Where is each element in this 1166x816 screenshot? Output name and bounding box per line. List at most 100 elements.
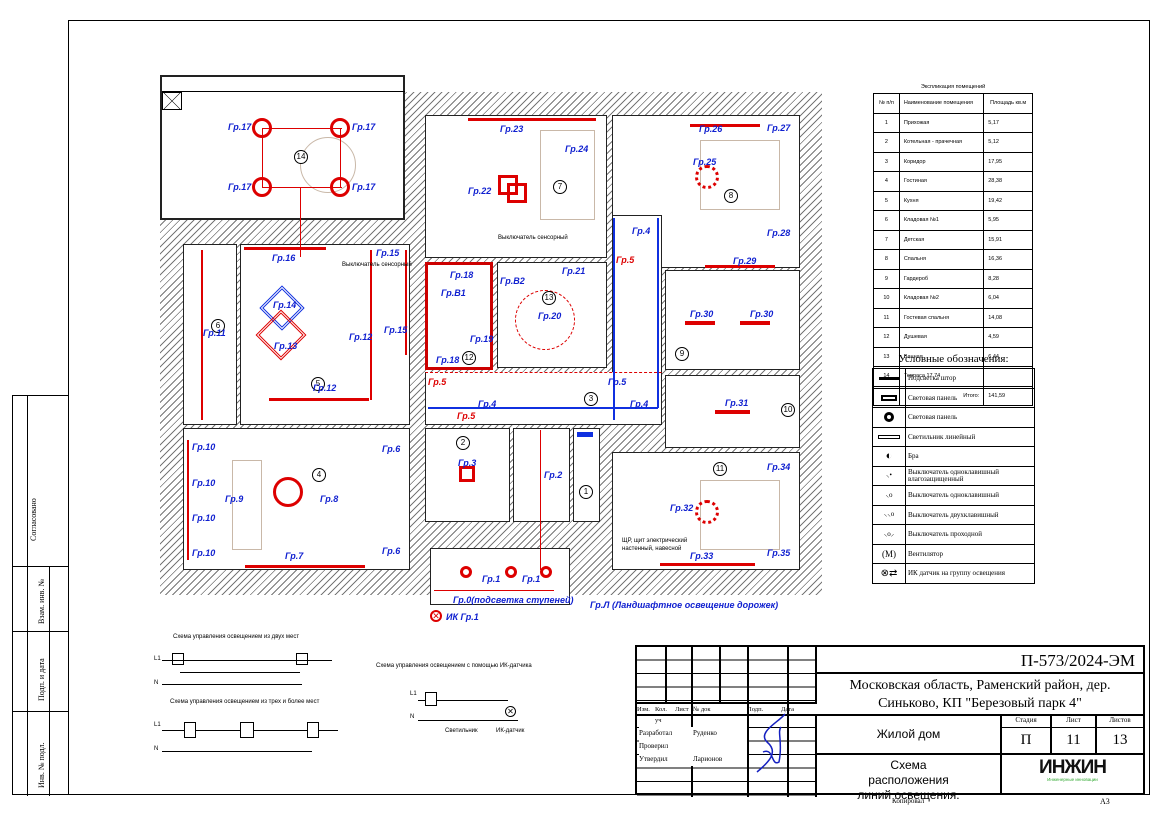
- stage-value: П: [1020, 732, 1032, 748]
- table-cell: 14,08: [983, 307, 1033, 328]
- waterproof-switch-icon: ⸜•: [872, 465, 906, 486]
- ir-sensor-label: ИК Гр.1: [446, 612, 479, 622]
- group-label: Гр.10: [192, 442, 216, 452]
- legend-title: Условные обозначения:: [898, 353, 1009, 365]
- group-label: Гр.34: [767, 462, 791, 472]
- table-cell: 6,04: [983, 288, 1033, 309]
- col-header: Кол. уч: [655, 706, 668, 724]
- group-label: Гр.5: [457, 411, 476, 421]
- table-cell: Душевая: [898, 327, 985, 348]
- table-cell: 8: [873, 249, 900, 270]
- sheets-value: 13: [1112, 732, 1128, 748]
- logo-text: ИНЖИН: [1039, 757, 1107, 778]
- role-label: Утвердил: [639, 755, 668, 763]
- group-label: Гр.1: [482, 574, 501, 584]
- rooms-table-title: Экспликация помещений: [920, 84, 986, 90]
- table-cell: 28,38: [983, 171, 1033, 192]
- group-label: Гр.7: [285, 551, 304, 561]
- ceiling-light-icon: [460, 566, 472, 578]
- fan-icon: (M): [872, 543, 906, 564]
- col-header: Лист: [675, 706, 689, 713]
- table-cell: 6: [873, 210, 900, 231]
- group-label: Гр.5: [616, 255, 635, 265]
- group-label: Гр.19: [470, 334, 494, 344]
- copied-label: Копировал: [892, 797, 925, 805]
- signature: [756, 713, 786, 773]
- group-label: Гр.32: [670, 503, 694, 513]
- group-label: Гр.33: [690, 551, 714, 561]
- group-label: Гр.12: [313, 383, 337, 393]
- room-number: 12: [462, 351, 476, 365]
- table-cell: 3: [873, 151, 900, 172]
- room-number: 5: [311, 377, 325, 391]
- l1-label: L1: [154, 722, 161, 728]
- role-label: Проверил: [639, 742, 669, 750]
- legend-label: Выключатель двухклавишный: [905, 504, 1035, 525]
- sofa-furniture: [232, 460, 262, 550]
- group-label: Гр.3: [458, 458, 477, 468]
- table-furniture: [300, 137, 356, 193]
- legend-table: Подсветка штор Световая панель Световая …: [872, 368, 1035, 584]
- group-label: Гр.14: [273, 300, 297, 310]
- group-label: Гр.12: [349, 332, 373, 342]
- legend-label: Выключатель одноклавишный: [905, 485, 1035, 506]
- group-label: Гр.4: [630, 399, 649, 409]
- group-label: Гр.16: [272, 253, 296, 263]
- switch-icon: [425, 692, 437, 706]
- group-label: Гр.17: [228, 122, 252, 132]
- drawing-frame: [68, 20, 1150, 795]
- table-cell: 15,91: [983, 229, 1033, 250]
- chandelier-icon: [695, 500, 719, 524]
- ir-sensor-icon: ⊗⇄: [872, 563, 906, 584]
- room-number: 1: [579, 485, 593, 499]
- scheme-title: Схема управления освещением с помощью ИК…: [376, 663, 532, 669]
- address: Московская область, Раменский район, дер…: [817, 674, 1143, 716]
- table-cell: 12: [873, 327, 900, 348]
- table-cell: 5,95: [983, 210, 1033, 231]
- group-label: Гр.35: [767, 548, 791, 558]
- group-label: Гр.8: [320, 494, 339, 504]
- panel-note: ЩР, щит электрический настенный, навесно…: [622, 538, 688, 552]
- bed-furniture: [540, 130, 595, 220]
- table-cell: 17,95: [983, 151, 1033, 172]
- group-label: Гр.11: [203, 328, 226, 338]
- steps-light-label: Гр.0(подсветка ступеней): [453, 595, 574, 605]
- group-label: Гр.2: [544, 470, 563, 480]
- legend-label: Выключатель проходной: [905, 524, 1035, 545]
- cross-switch-icon: [240, 722, 254, 738]
- room-5: [240, 244, 410, 425]
- role-label: Разработал: [639, 729, 673, 737]
- group-label: Гр.4: [632, 226, 651, 236]
- group-label: Гр.20: [538, 311, 562, 321]
- light-panel-icon: [459, 466, 475, 482]
- ceiling-light-icon: [505, 566, 517, 578]
- table-cell: 9: [873, 268, 900, 289]
- sign-date-label: Подп. и дата: [37, 658, 46, 701]
- group-label: Гр.17: [352, 182, 376, 192]
- terrace: [160, 75, 405, 220]
- group-label: Гр.6: [382, 444, 401, 454]
- header-cell: Площадь кв.м: [983, 93, 1033, 114]
- table-cell: 4: [873, 171, 900, 192]
- l1-label: L1: [154, 656, 161, 662]
- switch-icon: [172, 653, 184, 665]
- table-cell: 7: [873, 229, 900, 250]
- table-cell: Спальня: [898, 249, 985, 270]
- group-label: Гр.23: [500, 124, 524, 134]
- table-cell: 5,12: [983, 132, 1033, 153]
- curtain-light-icon: [879, 376, 899, 380]
- format-label: А3: [1100, 797, 1110, 806]
- room-number: 4: [312, 468, 326, 482]
- room-12: [425, 262, 493, 370]
- role-name: Ларионов: [693, 755, 723, 763]
- light-panel-rect-icon: [881, 394, 897, 401]
- table-cell: Коридор: [898, 151, 985, 172]
